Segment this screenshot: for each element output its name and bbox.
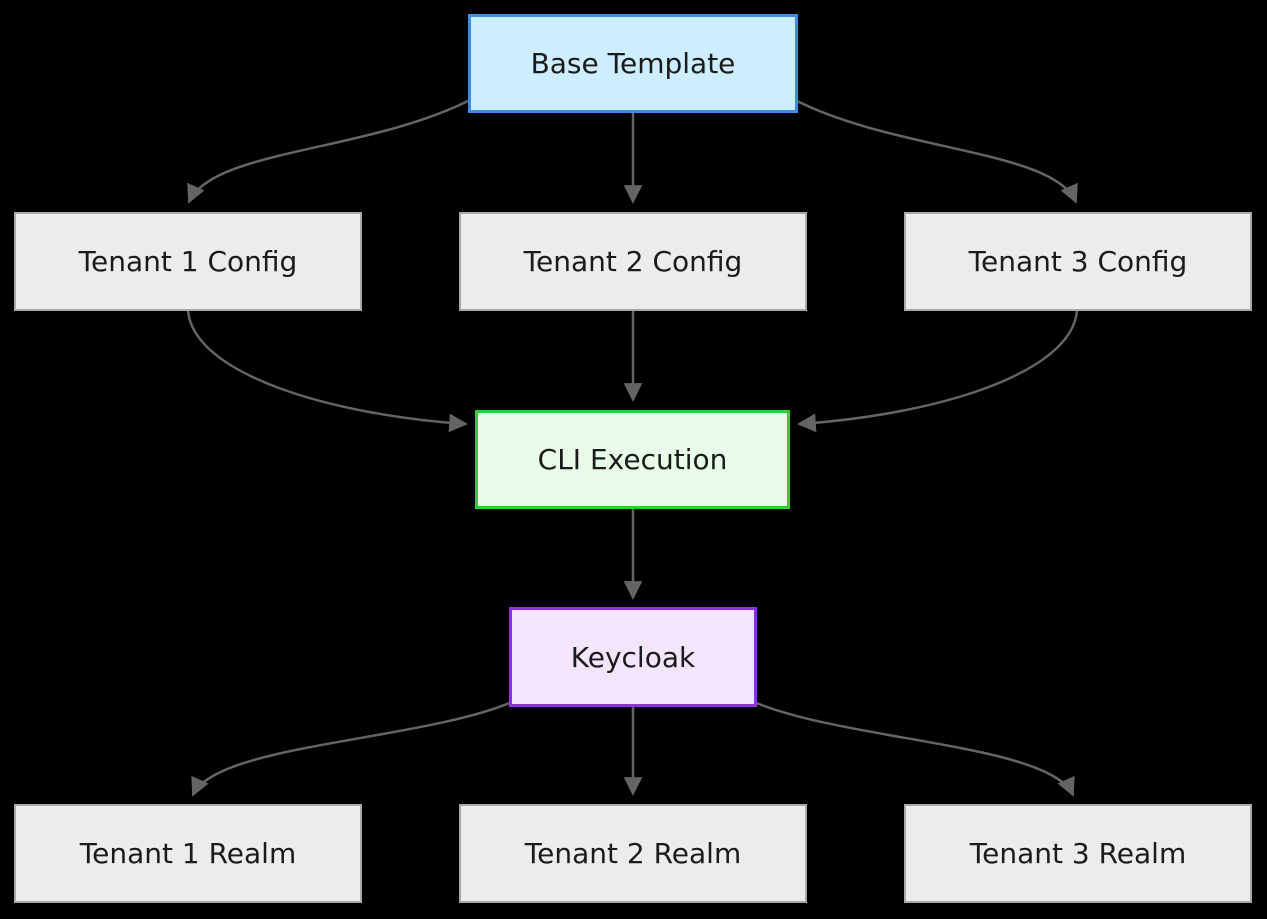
- node-label: Tenant 3 Config: [968, 245, 1188, 278]
- edge-keycloak-to-tenant-3-realm: [753, 700, 1075, 797]
- node-tenant-2-realm: Tenant 2 Realm: [459, 804, 807, 903]
- node-label: Tenant 2 Config: [523, 245, 743, 278]
- node-label: Tenant 1 Realm: [79, 837, 297, 870]
- node-label: Base Template: [530, 47, 736, 80]
- node-label: Tenant 1 Config: [78, 245, 298, 278]
- node-cli-execution: CLI Execution: [475, 410, 790, 509]
- edge-tenant-3-config-to-cli-execution: [797, 310, 1079, 433]
- edge-tenant-1-config-to-cli-execution: [186, 310, 468, 433]
- node-label: CLI Execution: [537, 443, 728, 476]
- node-tenant-2-config: Tenant 2 Config: [459, 212, 807, 311]
- edge-base-template-to-tenant-1-config: [187, 99, 469, 204]
- node-label: Tenant 3 Realm: [969, 837, 1187, 870]
- node-label: Keycloak: [570, 640, 696, 674]
- node-tenant-3-realm: Tenant 3 Realm: [904, 804, 1252, 903]
- node-tenant-1-realm: Tenant 1 Realm: [14, 804, 362, 903]
- node-base-template: Base Template: [468, 14, 798, 113]
- edge-base-template-to-tenant-3-config: [796, 99, 1078, 204]
- edge-keycloak-to-tenant-1-realm: [191, 700, 513, 797]
- node-tenant-1-config: Tenant 1 Config: [14, 212, 362, 311]
- node-keycloak: Keycloak: [509, 607, 757, 707]
- node-label: Tenant 2 Realm: [524, 837, 742, 870]
- node-tenant-3-config: Tenant 3 Config: [904, 212, 1252, 311]
